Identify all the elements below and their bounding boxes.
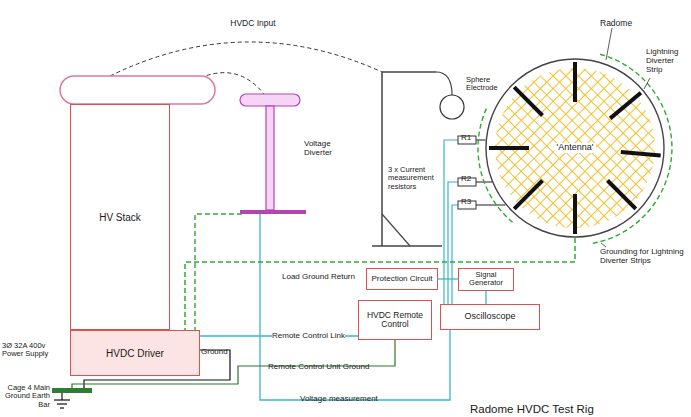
resistor-lead — [476, 139, 486, 140]
diverter-column — [266, 106, 274, 210]
callout-label: Ground — [201, 348, 228, 357]
corona-toroid — [60, 76, 215, 104]
label-holder: R1 — [461, 126, 471, 144]
process-box: Protection Circuit — [366, 268, 438, 290]
process-box: HVDC Remote Control — [358, 300, 432, 340]
driver-box: HVDC Driver — [70, 330, 200, 376]
label-holder: Radome HVDC Test Rig — [470, 399, 594, 417]
callout-label: 3Ø 32A 400v Power Supply — [2, 342, 66, 359]
label-holder: Load Ground Return — [282, 265, 355, 283]
label-holder: Radome — [600, 12, 632, 30]
stand-brace — [382, 214, 410, 246]
voltage-measurement-wire — [260, 214, 450, 400]
radome-circle: 'Antenna' — [485, 58, 665, 238]
label-holder: Cage 4 Main Ground Earth Bar — [2, 384, 50, 409]
label-holder: HVDC Input — [218, 19, 288, 29]
callout-label: Lightning Diverter Strip — [646, 48, 688, 75]
earth-bar — [52, 388, 92, 393]
process-box: Signal Generator — [458, 268, 514, 291]
node-label: Protection Circuit — [372, 275, 433, 284]
callout-label: Remote Control Unit Ground — [268, 363, 369, 372]
edge-label: Load Ground Return — [282, 273, 355, 282]
process-box: Oscilloscope — [440, 304, 540, 330]
earth-symbol — [54, 393, 70, 408]
label-holder: R2 — [461, 167, 471, 185]
radome-shell — [486, 59, 664, 237]
resistor-lead — [476, 204, 506, 205]
callout-label: R3 — [461, 198, 471, 207]
diverter-strip — [621, 152, 661, 156]
diverter-strip — [514, 181, 542, 209]
diagram-title: Radome HVDC Test Rig — [470, 403, 594, 416]
sphere-electrode — [440, 95, 464, 119]
electrode-lead — [436, 72, 452, 95]
earth-symbol-bar — [54, 399, 70, 400]
connector — [438, 278, 458, 279]
electrode-stand — [382, 72, 436, 246]
diverter-strip — [610, 93, 641, 119]
strip-grounding-arc — [592, 54, 672, 243]
diverter-ground-wire — [195, 214, 242, 330]
callout-label: 3 x Current measurement resistors — [388, 166, 442, 191]
stand-base — [372, 245, 442, 247]
callout-label: Sphere Electrode — [466, 76, 506, 93]
callout-label: R1 — [461, 134, 471, 143]
label-holder: 3 x Current measurement resistors — [388, 166, 442, 191]
callout-label: R2 — [461, 175, 471, 184]
label-holder: R3 — [461, 190, 471, 208]
leader-line — [644, 78, 650, 89]
earth-symbol-bar — [57, 403, 67, 404]
callout-label: Radome — [600, 19, 632, 29]
node-label: 'Antenna' — [554, 143, 597, 153]
label-holder: Sphere Electrode — [466, 76, 506, 93]
callout-label: Voltage measurement — [300, 395, 378, 404]
hvdc-input-cable — [110, 42, 382, 76]
label-holder: Remote Control Unit Ground — [268, 355, 369, 373]
callout-label: Grounding for Lightning Diverter Strips — [600, 248, 688, 266]
label-holder: Remote Control Link — [272, 324, 345, 342]
node-label: HVDC Remote Control — [362, 311, 428, 330]
earth-symbol-bar — [60, 407, 64, 408]
leader-line — [601, 243, 606, 247]
diverter-strip — [608, 181, 636, 209]
leader-line — [606, 28, 612, 60]
label-holder: 3Ø 32A 400v Power Supply — [2, 342, 66, 359]
label-holder: Voltage Diverter — [304, 140, 354, 158]
earth-symbol-stem — [61, 393, 62, 400]
label-holder: Voltage measurement — [300, 387, 378, 405]
lightning-diverter-strips — [489, 62, 661, 234]
node-label: Oscilloscope — [464, 312, 515, 322]
current-tap-wire — [448, 182, 458, 304]
diverter-strip — [573, 194, 577, 234]
diverter-strip — [489, 146, 529, 150]
label-holder: Grounding for Lightning Diverter Strips — [600, 248, 688, 266]
node-label: HV Stack — [99, 212, 141, 223]
label-holder: Ground — [201, 340, 228, 358]
connector — [185, 238, 575, 330]
diverter-base — [240, 210, 306, 214]
callout-label: Voltage Diverter — [304, 140, 354, 158]
stack-box: HV Stack — [70, 104, 170, 330]
node-label: HVDC Driver — [106, 348, 164, 359]
callout-label: HVDC Input — [218, 19, 288, 29]
connector — [485, 291, 486, 305]
label-holder: Lightning Diverter Strip — [646, 48, 688, 75]
callout-label: Cage 4 Main Ground Earth Bar — [2, 384, 50, 409]
diverter-head — [240, 94, 300, 106]
node-label: Signal Generator — [462, 271, 510, 288]
edge-label: Remote Control Link — [272, 332, 345, 341]
diverter-strip — [573, 62, 577, 102]
diverter-strip — [514, 87, 542, 115]
